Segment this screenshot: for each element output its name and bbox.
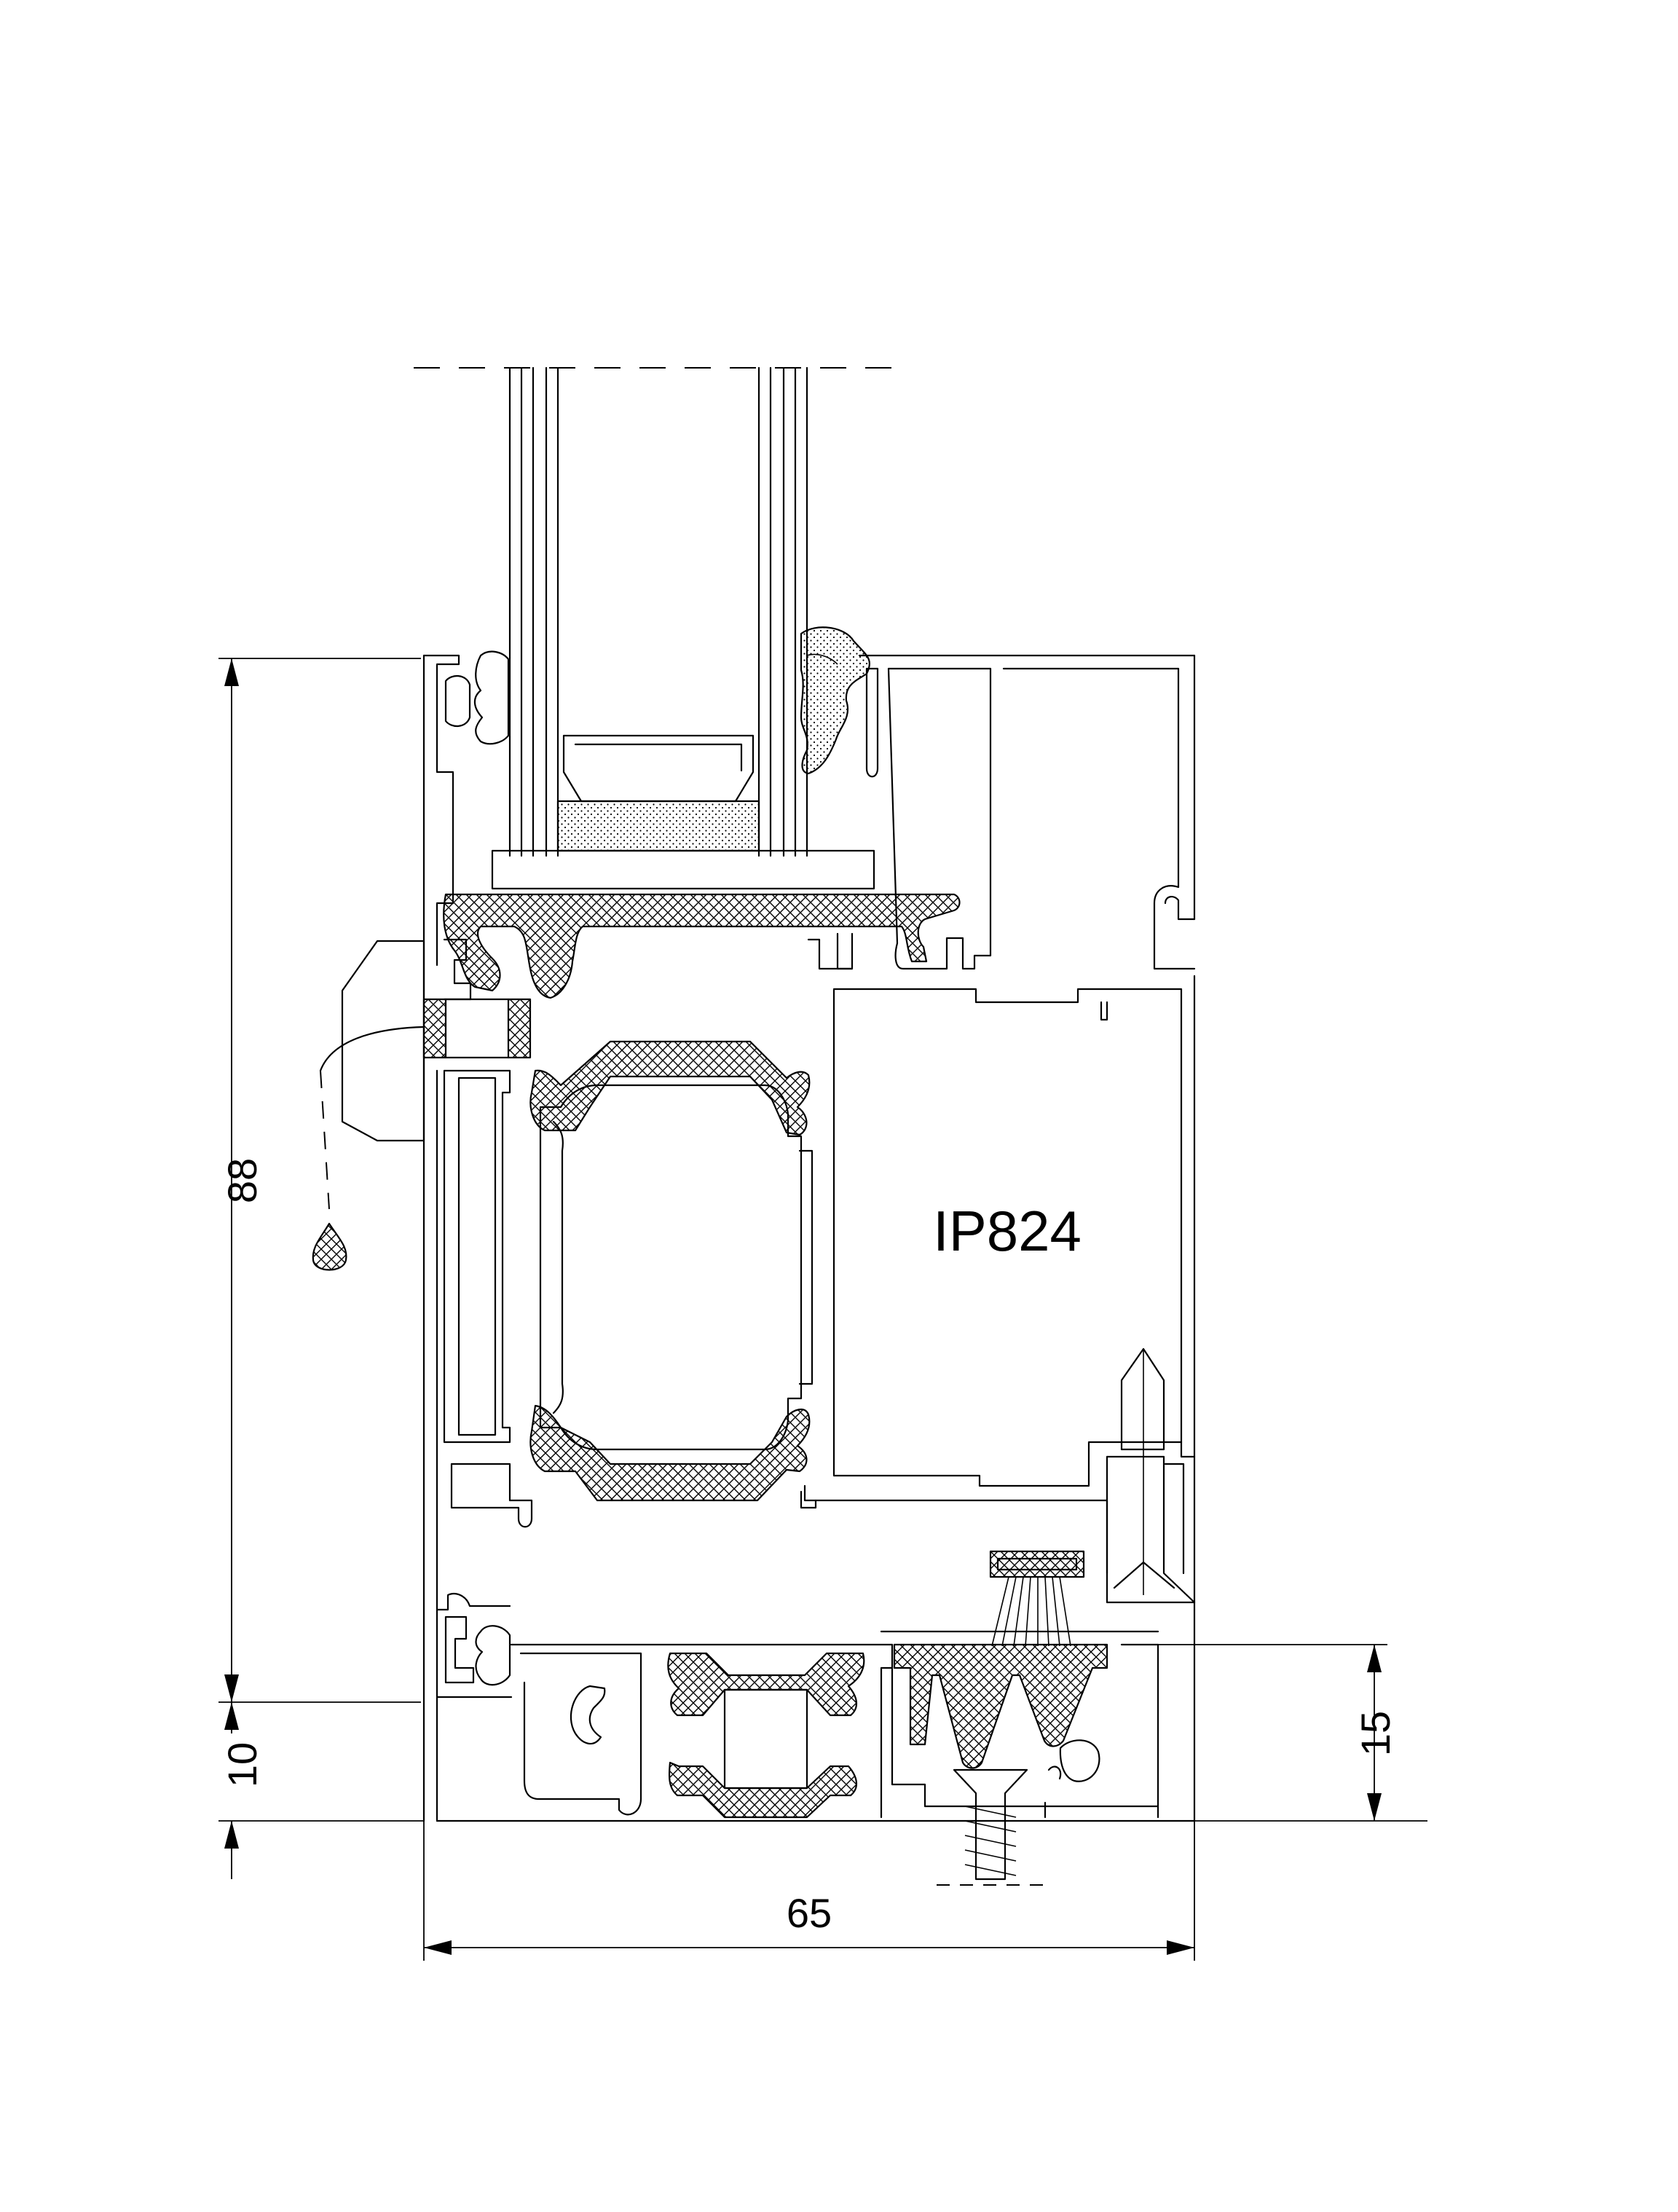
- brush-seal: [989, 1550, 1085, 1647]
- glazing-gasket-right: [800, 626, 871, 775]
- dimension-height-total: 88: [218, 658, 421, 1703]
- profile-label: IP824: [933, 1199, 1082, 1263]
- fixing-screw: [937, 1768, 1049, 1886]
- dimension-65-label: 65: [787, 1890, 832, 1936]
- drip-cap: [312, 940, 532, 1271]
- glazing-gasket-left: [473, 650, 510, 745]
- dimension-height-bottom: 10: [218, 1702, 424, 1879]
- drip-drop-icon: [312, 1222, 347, 1271]
- glazing-sealant: [556, 800, 760, 852]
- fixing-screw-vertical: [1106, 1347, 1196, 1604]
- dimension-height-right: 15: [1158, 1644, 1427, 1822]
- frame-profile: [422, 975, 1196, 1822]
- thermal-chamber: [539, 1084, 803, 1451]
- dimension-width-total: 65: [423, 1821, 1195, 1961]
- glass-pane-left: [508, 366, 559, 857]
- sill-v-gasket: [893, 1643, 1108, 1769]
- glass-pane-right: [757, 366, 808, 857]
- sill-thermal-break: [667, 1652, 865, 1717]
- dimension-15-label: 15: [1352, 1711, 1398, 1756]
- frame-thermal-break: [529, 1040, 811, 1136]
- dimension-88-label: 88: [219, 1158, 265, 1203]
- sash-profile: [422, 654, 1196, 992]
- dimension-10-label: 10: [219, 1742, 265, 1787]
- glazing-spacer: [562, 734, 755, 803]
- glazing-unit: [414, 366, 903, 857]
- sash-thermal-break: [443, 893, 961, 999]
